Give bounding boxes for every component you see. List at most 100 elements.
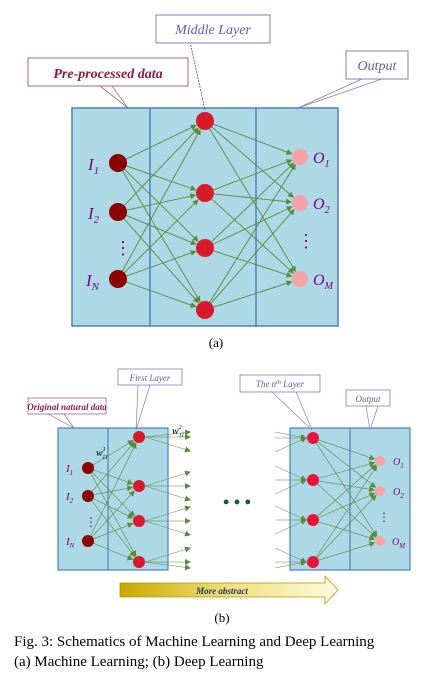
panel-b-output-label-1: O1 xyxy=(393,457,404,470)
panel-a-output-ellipsis: ⋮ xyxy=(297,231,315,251)
panel-b-first-node-4 xyxy=(133,556,145,568)
panel-b-edge xyxy=(93,469,134,485)
panel-a-edge xyxy=(212,206,293,245)
panel-a-edge xyxy=(124,168,199,242)
panel-b-input-label-1: I1 xyxy=(65,463,73,477)
panel-a-output-node-1 xyxy=(292,149,308,165)
panel-b-fanin-edge xyxy=(274,560,307,569)
panel-b-first-callout-text: First Layer xyxy=(129,373,171,383)
panel-a-hidden-node-1 xyxy=(196,112,214,130)
panel-b-nth-callout xyxy=(239,374,321,393)
panel-a-output-callout xyxy=(345,50,409,80)
panel-b-edge xyxy=(316,442,378,537)
panel-b-fanin-edge xyxy=(274,505,307,521)
panel-b-edge xyxy=(93,498,134,519)
panel-a-output-node-2 xyxy=(292,195,308,211)
panel-b-fanout-edge xyxy=(144,520,191,537)
panel-b-label: (b) xyxy=(214,610,229,625)
caption-line-1: Fig. 3: Schematics of Machine Learning a… xyxy=(14,634,375,650)
more-abstract-arrow xyxy=(119,574,339,606)
panel-a-edge xyxy=(213,250,293,278)
panel-a-edge xyxy=(123,218,200,304)
panel-a-edge xyxy=(121,128,201,272)
panel-b-edge xyxy=(93,485,134,496)
panel-a-hidden-node-2 xyxy=(196,184,214,202)
panel-b-edge xyxy=(92,440,134,466)
panel-a-hidden-node-4 xyxy=(196,301,214,319)
panel-b-output-node-2 xyxy=(375,486,385,496)
panel-b-edge xyxy=(91,490,135,537)
panel-a-edge xyxy=(213,159,293,191)
panel-b-edge xyxy=(90,442,137,536)
figure-caption: Fig. 3: Schematics of Machine Learning a… xyxy=(14,632,434,672)
panel-b-edge xyxy=(316,465,378,558)
panel-b-input-callout-text: Original natural data xyxy=(27,402,107,412)
panel-b-edge xyxy=(318,461,376,479)
panel-a-edges xyxy=(121,123,296,308)
panel-a-edge xyxy=(213,123,293,155)
panel-a-output-callout-text: Output xyxy=(358,59,398,74)
panel-b-fanin-edge xyxy=(274,479,307,495)
panel-a-input-node-1 xyxy=(109,154,127,172)
panel-a-middle-callout xyxy=(155,14,271,44)
panel-a-edge xyxy=(126,193,197,211)
panel-b-fanout-edge xyxy=(144,505,191,522)
panel-a-edge xyxy=(209,128,296,273)
panel-b-output-callout-pointer xyxy=(365,405,379,431)
panel-b-input-callout xyxy=(27,397,107,415)
panel-b-nth-node-2 xyxy=(307,474,319,486)
panel-b-first-node-3 xyxy=(133,515,145,527)
panel-b-edge xyxy=(93,522,134,540)
panel-b-edge xyxy=(317,464,377,517)
panel-a-edge xyxy=(211,162,295,243)
panel-b-output-ellipsis: ⋮ xyxy=(378,510,390,524)
panel-b-continuation-dots: • • • xyxy=(223,492,251,512)
panel-a-output-node-m xyxy=(292,271,308,287)
panel-b-nth-callout-text: The nth Layer xyxy=(256,379,305,389)
panel-a-edge xyxy=(126,281,197,308)
panel-a-output-label-2: O2 xyxy=(313,196,330,216)
panel-a-output-label-m: OM xyxy=(313,272,334,292)
panel-b-nth-callout-pointer xyxy=(271,391,313,431)
panel-b-left-box xyxy=(57,427,169,571)
panel-b-fanout-edge xyxy=(144,429,191,438)
panel-b-input-label-n: IN xyxy=(65,536,75,550)
panel-a-input-label-n: IN xyxy=(85,271,100,293)
panel-a-input-ellipsis: ⋮ xyxy=(114,238,132,258)
panel-b-edge xyxy=(90,473,137,557)
panel-a-middle-callout-pointer xyxy=(189,41,206,111)
panel-a-input-callout-pointer xyxy=(99,85,129,109)
panel-b-fanout-edge xyxy=(144,470,191,487)
panel-b-input-callout-pointer xyxy=(47,413,75,429)
panel-b-edge xyxy=(91,441,136,492)
more-abstract-label: More abstract xyxy=(195,586,248,596)
panel-b-first-callout xyxy=(117,368,183,386)
panel-b-output-label-m: OM xyxy=(392,537,406,550)
panel-b-nth-node-1 xyxy=(307,432,319,444)
panel-b-first-node-1 xyxy=(133,431,145,443)
panel-b-edge xyxy=(317,441,377,488)
panel-b-output-node-1 xyxy=(375,456,385,466)
panel-b-edge xyxy=(318,541,376,561)
panel-a-input-callout xyxy=(27,57,189,87)
panel-b-edge xyxy=(91,500,136,558)
panel-a-middle-callout-text: Middle Layer xyxy=(174,23,251,38)
caption-line-2: (a) Machine Learning; (b) Deep Learning xyxy=(14,654,264,670)
panel-b-fanin-edge xyxy=(274,465,307,481)
panel-b-fanout-edge xyxy=(144,485,191,502)
panel-b-first-callout-pointer xyxy=(135,384,151,431)
panel-a-edge xyxy=(125,124,197,160)
panel-b-input-ellipsis: ⋮ xyxy=(85,515,97,529)
panel-a-label: (a) xyxy=(209,335,223,350)
panel-b-output-callout xyxy=(345,389,391,407)
panel-a-edge xyxy=(126,215,197,246)
panel-b-edges xyxy=(90,429,378,571)
panel-b-edge xyxy=(318,480,376,493)
panel-b-input-node-n xyxy=(82,535,94,547)
panel-b-edge xyxy=(318,521,376,541)
panel-a-output-label-1: O1 xyxy=(313,150,330,170)
panel-b-input-node-1 xyxy=(82,462,94,474)
panel-b-nth-node-4 xyxy=(307,556,319,568)
